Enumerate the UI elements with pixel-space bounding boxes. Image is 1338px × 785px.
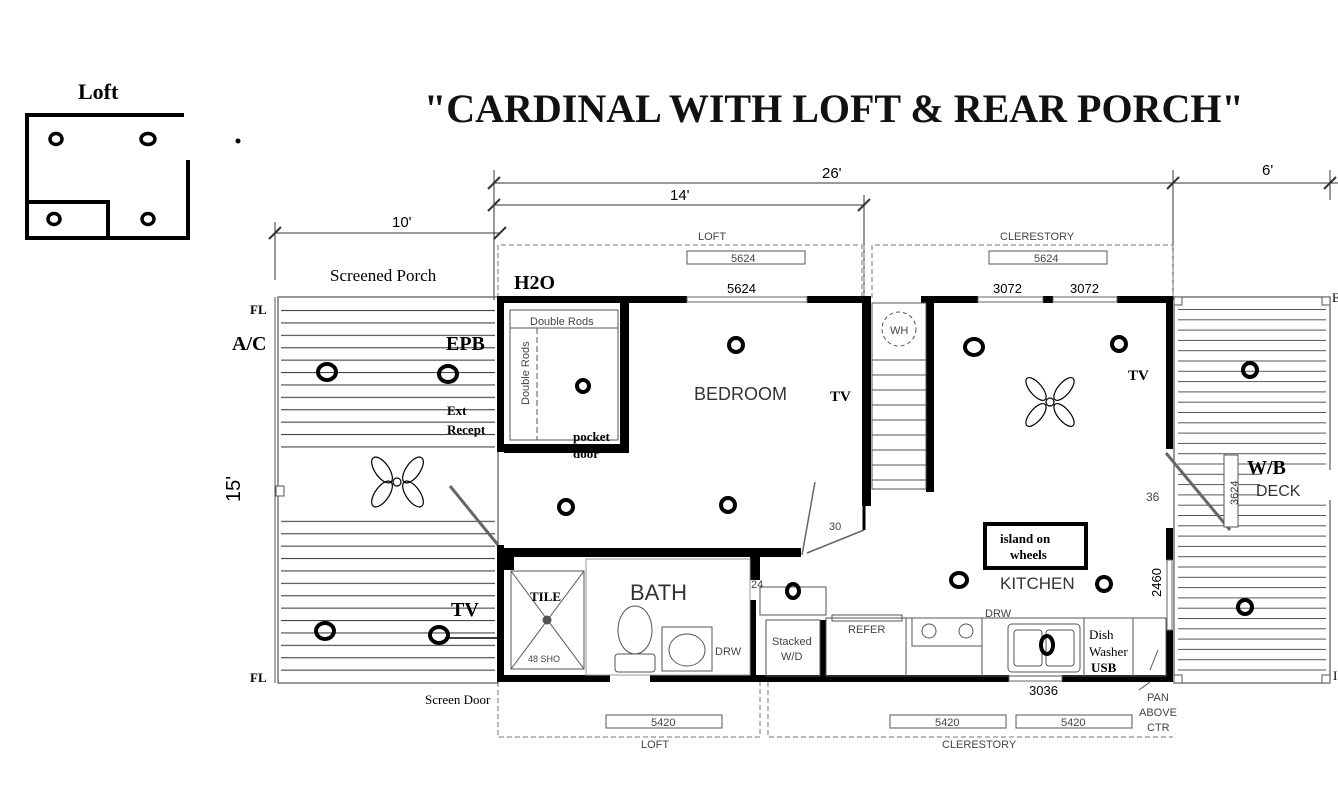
ext-recept-label-1: Ext [447, 403, 467, 418]
ext-recept-label-2: Recept [447, 422, 486, 437]
tile-label: TILE [530, 589, 561, 604]
door-30-label: 30 [829, 521, 841, 533]
dimension-lines [268, 170, 1338, 300]
dishwasher-label-1: Dish [1089, 627, 1114, 642]
island-label-2: wheels [1010, 547, 1047, 562]
loft-inset-label: Loft [78, 79, 119, 104]
island-box [983, 522, 1088, 570]
kitchen-window-code: 3036 [1029, 683, 1058, 698]
clerestory-top-label: CLERESTORY [1000, 231, 1075, 243]
light-marker [1110, 335, 1128, 353]
screened-porch [274, 296, 500, 684]
pocket-door-label-1: pocket [573, 429, 611, 444]
wb-label: W/B [1247, 457, 1286, 479]
loft-bottom-label: LOFT [641, 739, 669, 751]
closet-rods-top: Double Rods [530, 316, 594, 328]
porch-tv-label: TV [451, 599, 479, 621]
pan-label-3: CTR [1147, 722, 1170, 734]
exterior-windows [686, 296, 1173, 682]
light-marker [575, 378, 591, 394]
door-24-label: 24 [751, 579, 763, 591]
light-marker [557, 498, 575, 516]
dishwasher-label-2: Washer [1089, 644, 1128, 659]
living-window-code-1: 3072 [993, 281, 1022, 296]
bath-fixtures [510, 558, 827, 677]
kitchen-drw-label: DRW [985, 608, 1012, 620]
deck-label: DECK [1256, 483, 1301, 500]
kitchen-label: KITCHEN [1000, 574, 1075, 593]
epb-label: EPB [446, 333, 485, 355]
light-marker [949, 571, 969, 589]
bath-label: BATH [630, 580, 687, 605]
light-marker [1039, 634, 1055, 656]
plan-title: "CARDINAL WITH LOFT & REAR PORCH" [424, 86, 1244, 131]
dim-depth: 15' [223, 476, 245, 502]
ac-label: A/C [232, 333, 266, 355]
stairs [871, 302, 927, 490]
living-window-code-2: 3072 [1070, 281, 1099, 296]
light-markers [314, 335, 1259, 656]
shower-label: 48 SHO [528, 654, 560, 664]
stacked-label: Stacked [772, 636, 812, 648]
walls [497, 296, 1173, 682]
bedroom-window-code: 5624 [727, 281, 756, 296]
closet-rods-side: Double Rods [520, 341, 532, 405]
bedroom-door [801, 481, 866, 556]
edge-i-label: I [1333, 668, 1337, 683]
light-marker [428, 625, 450, 645]
light-marker [314, 621, 336, 641]
screen-door-label: Screen Door [425, 692, 491, 707]
water-heater-label: WH [890, 325, 908, 337]
light-marker [963, 337, 985, 357]
wd-label: W/D [781, 651, 802, 663]
clerestory-bottom-label: CLERESTORY [942, 739, 1017, 751]
deck-door-code: 2460 [1149, 568, 1164, 597]
pan-label-2: ABOVE [1139, 707, 1177, 719]
porch-label: Screened Porch [330, 266, 437, 285]
door-36-label: 36 [1146, 490, 1160, 504]
bath-drw-label: DRW [715, 646, 742, 658]
light-marker [1236, 598, 1254, 616]
window-code-bottom-2: 5420 [935, 717, 959, 729]
h2o-label: H2O [514, 272, 555, 294]
loft-inset: Loft [25, 79, 241, 240]
light-marker [1241, 361, 1259, 379]
living-tv-label: TV [1128, 368, 1149, 384]
window-code-bottom-1: 5420 [651, 717, 675, 729]
refer-label: REFER [848, 624, 885, 636]
overhead-outlines [497, 244, 1174, 738]
window-code-top-clerestory: 5624 [1034, 253, 1058, 265]
light-marker [719, 496, 737, 514]
pocket-door-label-2: door [573, 446, 599, 461]
dim-deck-width: 6' [1262, 162, 1273, 179]
island-label-1: island on [1000, 531, 1051, 546]
light-marker [785, 582, 801, 600]
rear-deck [1164, 296, 1332, 684]
deck-window-code: 3624 [1229, 481, 1241, 505]
edge-e-label: E [1332, 290, 1338, 305]
kitchen-counter [825, 614, 1167, 677]
window-code-top-loft: 5624 [731, 253, 755, 265]
light-marker [316, 362, 338, 382]
bedroom-tv-label: TV [830, 389, 851, 405]
fl-bottom-label: FL [250, 670, 267, 685]
porch-ceiling-fan-icon [371, 456, 424, 508]
fl-top-label: FL [250, 302, 267, 317]
window-code-bottom-3: 5420 [1061, 717, 1085, 729]
usb-label: USB [1091, 660, 1117, 675]
light-marker [727, 336, 745, 354]
bedroom-label: BEDROOM [694, 384, 787, 404]
light-marker [437, 364, 459, 384]
pan-label-1: PAN [1147, 692, 1169, 704]
dim-loft-width: 14' [670, 187, 690, 204]
living-ceiling-fan-icon [1025, 377, 1075, 427]
closet [509, 309, 619, 441]
dim-porch-width: 10' [392, 214, 412, 231]
dim-overall-width: 26' [822, 165, 842, 182]
loft-top-label: LOFT [698, 231, 726, 243]
window-code-boxes [605, 250, 1133, 729]
light-marker [1095, 575, 1113, 593]
